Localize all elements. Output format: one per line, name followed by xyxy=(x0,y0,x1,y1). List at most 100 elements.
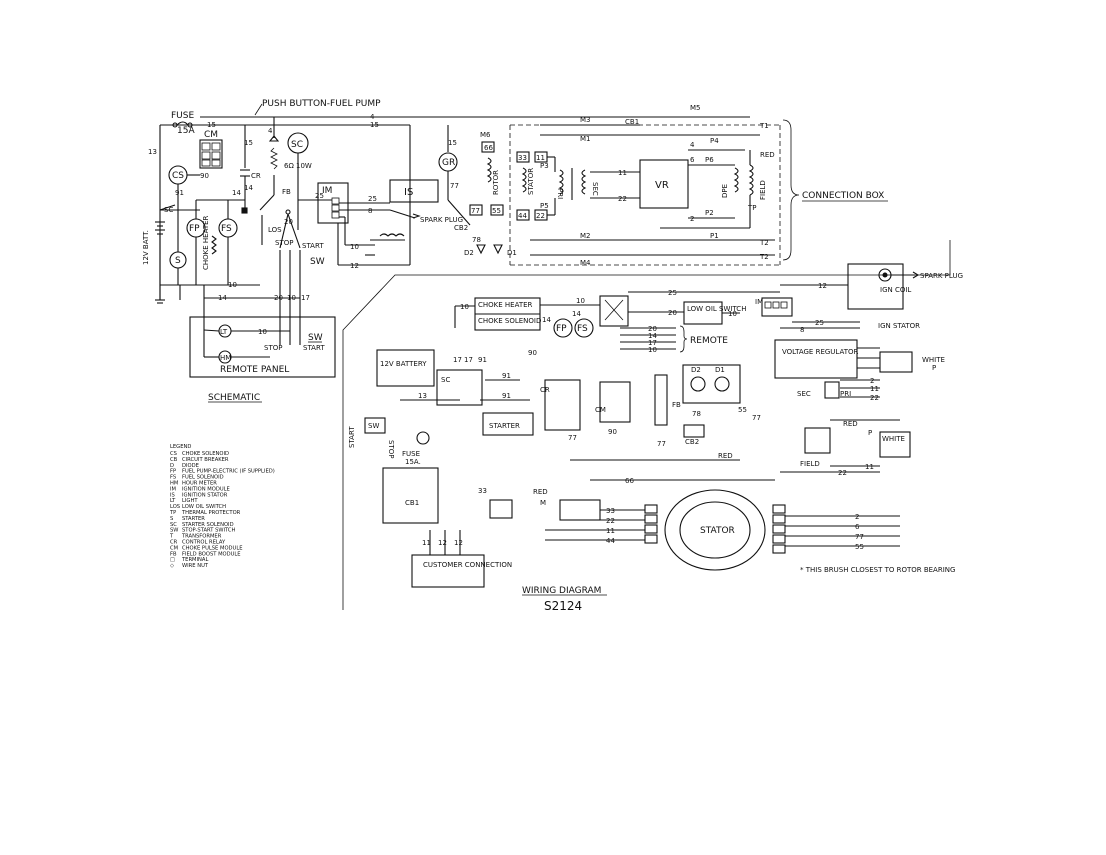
wiring-cm: CM xyxy=(595,406,606,414)
wiring-cb2: CB2 xyxy=(685,438,699,446)
wire-label: 11 xyxy=(870,385,879,393)
wire-label: 33 xyxy=(478,487,487,495)
legend-code: T xyxy=(169,534,174,540)
wire-label: 12 xyxy=(454,539,463,547)
wire-label: 8 xyxy=(800,326,804,334)
wire-label: 90 xyxy=(528,349,537,357)
brush-note: * THIS BRUSH CLOSEST TO ROTOR BEARING xyxy=(800,566,955,574)
legend-description: LOW OIL SWITCH xyxy=(182,504,226,510)
wire-label: 10 xyxy=(728,310,737,318)
wire-label: 77 xyxy=(568,434,577,442)
legend-code: □ xyxy=(170,557,175,563)
wire-label: 90 xyxy=(200,172,209,180)
wire-label: 14 xyxy=(648,332,657,340)
wire-label: 91 xyxy=(502,392,511,400)
wire-label: 11 xyxy=(618,169,627,177)
wire-label: M6 xyxy=(480,131,491,139)
wire-label: 11 xyxy=(536,154,545,162)
legend-description: TRANSFORMER xyxy=(181,534,222,540)
legend-code: ◇ xyxy=(170,563,174,569)
batt-label: 12V BATT. xyxy=(142,230,150,265)
legend-description: WIRE NUT xyxy=(182,563,209,569)
wire-label: 91 xyxy=(175,189,184,197)
fuse-wiring-rating: 15A. xyxy=(405,458,421,466)
legend-code: CB xyxy=(170,457,178,463)
wire-label: 2 xyxy=(690,215,694,223)
legend-code: TP xyxy=(169,510,176,516)
wire-label: 10 xyxy=(350,243,359,251)
wire-label: 33 xyxy=(606,507,615,515)
wire-label: 25 xyxy=(815,319,824,327)
stop-label-2: STOP xyxy=(264,344,282,352)
legend-code: FP xyxy=(170,469,176,475)
wire-label: P4 xyxy=(710,137,719,145)
rotor-label: ROTOR xyxy=(492,170,500,195)
wire-label: 20 xyxy=(648,325,657,333)
wire-label: 2 xyxy=(855,513,859,521)
wire-label: 91 xyxy=(502,372,511,380)
legend-description: THERMAL PROTECTOR xyxy=(181,510,241,516)
wiring-title: WIRING DIAGRAM xyxy=(522,586,601,596)
legend-code: FB xyxy=(170,551,177,557)
cr-label: CR xyxy=(251,172,261,180)
legend-description: DIODE xyxy=(182,463,199,469)
legend-title: LEGEND xyxy=(170,444,191,450)
wire-label: P2 xyxy=(705,209,714,217)
sec-wiring: SEC xyxy=(797,390,811,398)
sc-coil-label: SC xyxy=(291,140,303,150)
choke-heater-label: CHOKE HEATER xyxy=(202,215,210,270)
wire-label: 55 xyxy=(855,543,864,551)
d2-label: D2 xyxy=(464,249,474,257)
legend-code: HM xyxy=(170,481,178,487)
wire-label: P6 xyxy=(705,156,714,164)
legend-code: CM xyxy=(170,545,178,551)
stator-terminals xyxy=(772,504,786,554)
red-label-1: RED xyxy=(760,151,775,159)
legend-description: LIGHT xyxy=(182,498,198,504)
wire-label: 14 xyxy=(542,316,551,324)
wire-label: M1 xyxy=(580,135,591,143)
legend-code: LT xyxy=(170,498,176,504)
wiring-stop: STOP xyxy=(387,440,395,458)
remote-label: REMOTE xyxy=(690,336,728,346)
wire-label: 77 xyxy=(855,533,864,541)
wire-label: 12 xyxy=(818,282,827,290)
legend-code: IS xyxy=(170,492,175,498)
legend-description: STARTER SOLENOID xyxy=(182,522,234,528)
wire-label: 78 xyxy=(472,236,481,244)
wire-label: 90 xyxy=(608,428,617,436)
wiring-section: CHOKE HEATER CHOKE SOLENOID 10 FP FS 14 … xyxy=(348,263,963,613)
legend-code: SW xyxy=(170,528,178,534)
legend-description: CHOKE SOLENOID xyxy=(182,451,229,457)
wire-label: 10 xyxy=(460,303,469,311)
wire-label: 4 xyxy=(370,113,375,121)
wire-label: 55 xyxy=(492,207,501,215)
field-wiring: FIELD xyxy=(800,460,820,468)
wiring-start: START xyxy=(348,426,356,448)
legend-description: CHOKE PULSE MODULE xyxy=(182,545,243,551)
p-label-1: P xyxy=(932,364,936,372)
legend-description: FUEL PUMP-ELECTRIC (IF SUPPLIED) xyxy=(182,469,275,475)
wire-label: 22 xyxy=(536,212,545,220)
fs-label: FS xyxy=(221,224,232,234)
wire-label: 13 xyxy=(148,148,157,156)
wire-label: 22 xyxy=(618,195,627,203)
drawing-number: S2124 xyxy=(544,599,582,613)
sec-label: SEC xyxy=(591,182,599,196)
customer-connection: CUSTOMER CONNECTION xyxy=(423,561,512,569)
wiring-im: IM xyxy=(755,298,763,306)
schematic-title: SCHEMATIC xyxy=(208,393,260,403)
dpe-label: DPE xyxy=(721,184,729,198)
legend-description: STARTER xyxy=(182,516,205,522)
start-label-1: START xyxy=(302,242,324,250)
wire-label: 15 xyxy=(370,121,379,129)
wire-label: 11 xyxy=(422,539,431,547)
fp-label: FP xyxy=(189,224,200,234)
legend-description: FIELD BOOST MODULE xyxy=(182,551,241,557)
wire-label: 11 xyxy=(865,463,874,471)
wire-label: 4 xyxy=(268,127,273,135)
wiring-d2: D2 xyxy=(691,366,701,374)
sc-label: SC xyxy=(164,206,173,214)
wire-label: 20 xyxy=(668,309,677,317)
